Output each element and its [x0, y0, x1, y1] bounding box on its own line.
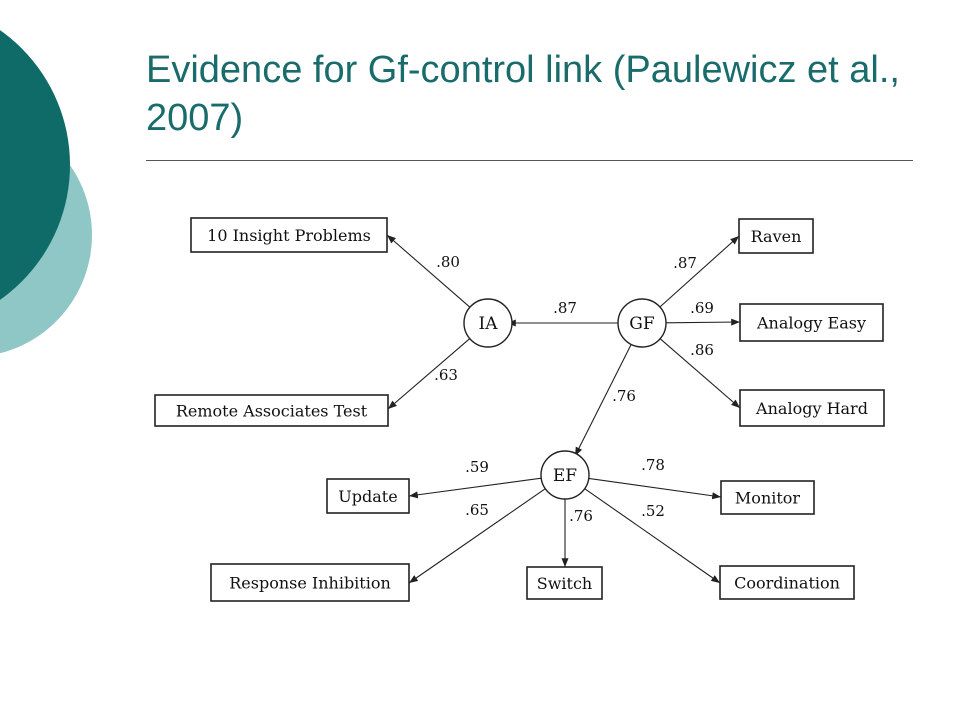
box-label: Update [338, 487, 397, 506]
node-ia: IA [463, 298, 513, 348]
box-frame [210, 563, 410, 602]
edge-ia-insight [386, 234, 471, 308]
box-frame [720, 480, 815, 515]
edge-weights: .80 .63 .87 .87 .69 .86 .76 .59 .65 .76 .78 .52 [434, 253, 714, 525]
node-ef: EF [540, 450, 590, 500]
box-label: Raven [751, 227, 802, 246]
edge-gf-analogy-hard [659, 338, 741, 409]
box-raven: Raven [738, 218, 814, 254]
dark-teal-circle [0, 30, 70, 300]
box-label: Analogy Easy [756, 314, 866, 333]
box-analogy-easy: Analogy Easy [739, 303, 884, 342]
box-frame [526, 566, 603, 600]
box-label: Coordination [734, 574, 840, 593]
edge-ef-monitor [588, 477, 722, 500]
node-label: EF [553, 466, 577, 486]
box-insight: 10 Insight Problems [190, 217, 388, 253]
node-circle [463, 298, 513, 348]
box-frame [326, 478, 410, 514]
weight-ef-switch: .76 [569, 507, 593, 525]
title-divider [146, 160, 913, 161]
box-label: 10 Insight Problems [207, 226, 371, 245]
box-label: Analogy Hard [755, 399, 868, 418]
box-response-inhibition: Response Inhibition [210, 563, 410, 602]
weight-ef-monitor: .78 [641, 456, 665, 474]
node-label: IA [479, 314, 499, 334]
node-circle [540, 450, 590, 500]
edge-gf-raven [659, 235, 740, 308]
weight-gf-ef: .76 [612, 387, 636, 405]
box-label: Remote Associates Test [176, 402, 368, 421]
edge-gf-analogy-easy [665, 318, 741, 326]
box-coordination: Coordination [719, 565, 855, 600]
box-label: Monitor [735, 489, 801, 508]
box-analogy-hard: Analogy Hard [739, 389, 885, 427]
box-frame [738, 218, 814, 254]
weight-gf-ia: .87 [553, 299, 577, 317]
weight-ef-response-inhibition: .65 [465, 501, 489, 519]
box-switch: Switch [526, 566, 603, 600]
edge-ef-update [408, 477, 542, 499]
box-frame [739, 303, 884, 342]
weight-ef-coordination: .52 [641, 502, 665, 520]
weight-gf-analogy-easy: .69 [690, 299, 714, 317]
box-frame [190, 217, 388, 253]
box-rat: Remote Associates Test [154, 394, 389, 427]
box-frame [154, 394, 389, 427]
edge-ia-rat [387, 338, 471, 410]
slide-title: Evidence for Gf-control link (Paulewicz … [146, 49, 900, 139]
box-label: Switch [537, 574, 592, 593]
node-label: GF [629, 314, 655, 334]
weight-ef-update: .59 [465, 458, 489, 476]
node-circle [617, 298, 667, 348]
edge-ef-coordination [584, 488, 721, 584]
edge-ef-response-inhibition [408, 488, 546, 584]
box-update: Update [326, 478, 410, 514]
latent-nodes: IA GF EF [463, 298, 667, 500]
edges [386, 234, 741, 584]
node-gf: GF [617, 298, 667, 348]
box-frame [719, 565, 855, 600]
box-frame [739, 389, 885, 427]
box-monitor: Monitor [720, 480, 815, 515]
weight-gf-raven: .87 [673, 254, 697, 272]
weight-gf-analogy-hard: .86 [690, 341, 714, 359]
box-label: Response Inhibition [229, 574, 391, 593]
weight-ia-insight: .80 [436, 253, 460, 271]
weight-ia-rat: .63 [434, 366, 458, 384]
edge-gf-ef [574, 344, 632, 457]
